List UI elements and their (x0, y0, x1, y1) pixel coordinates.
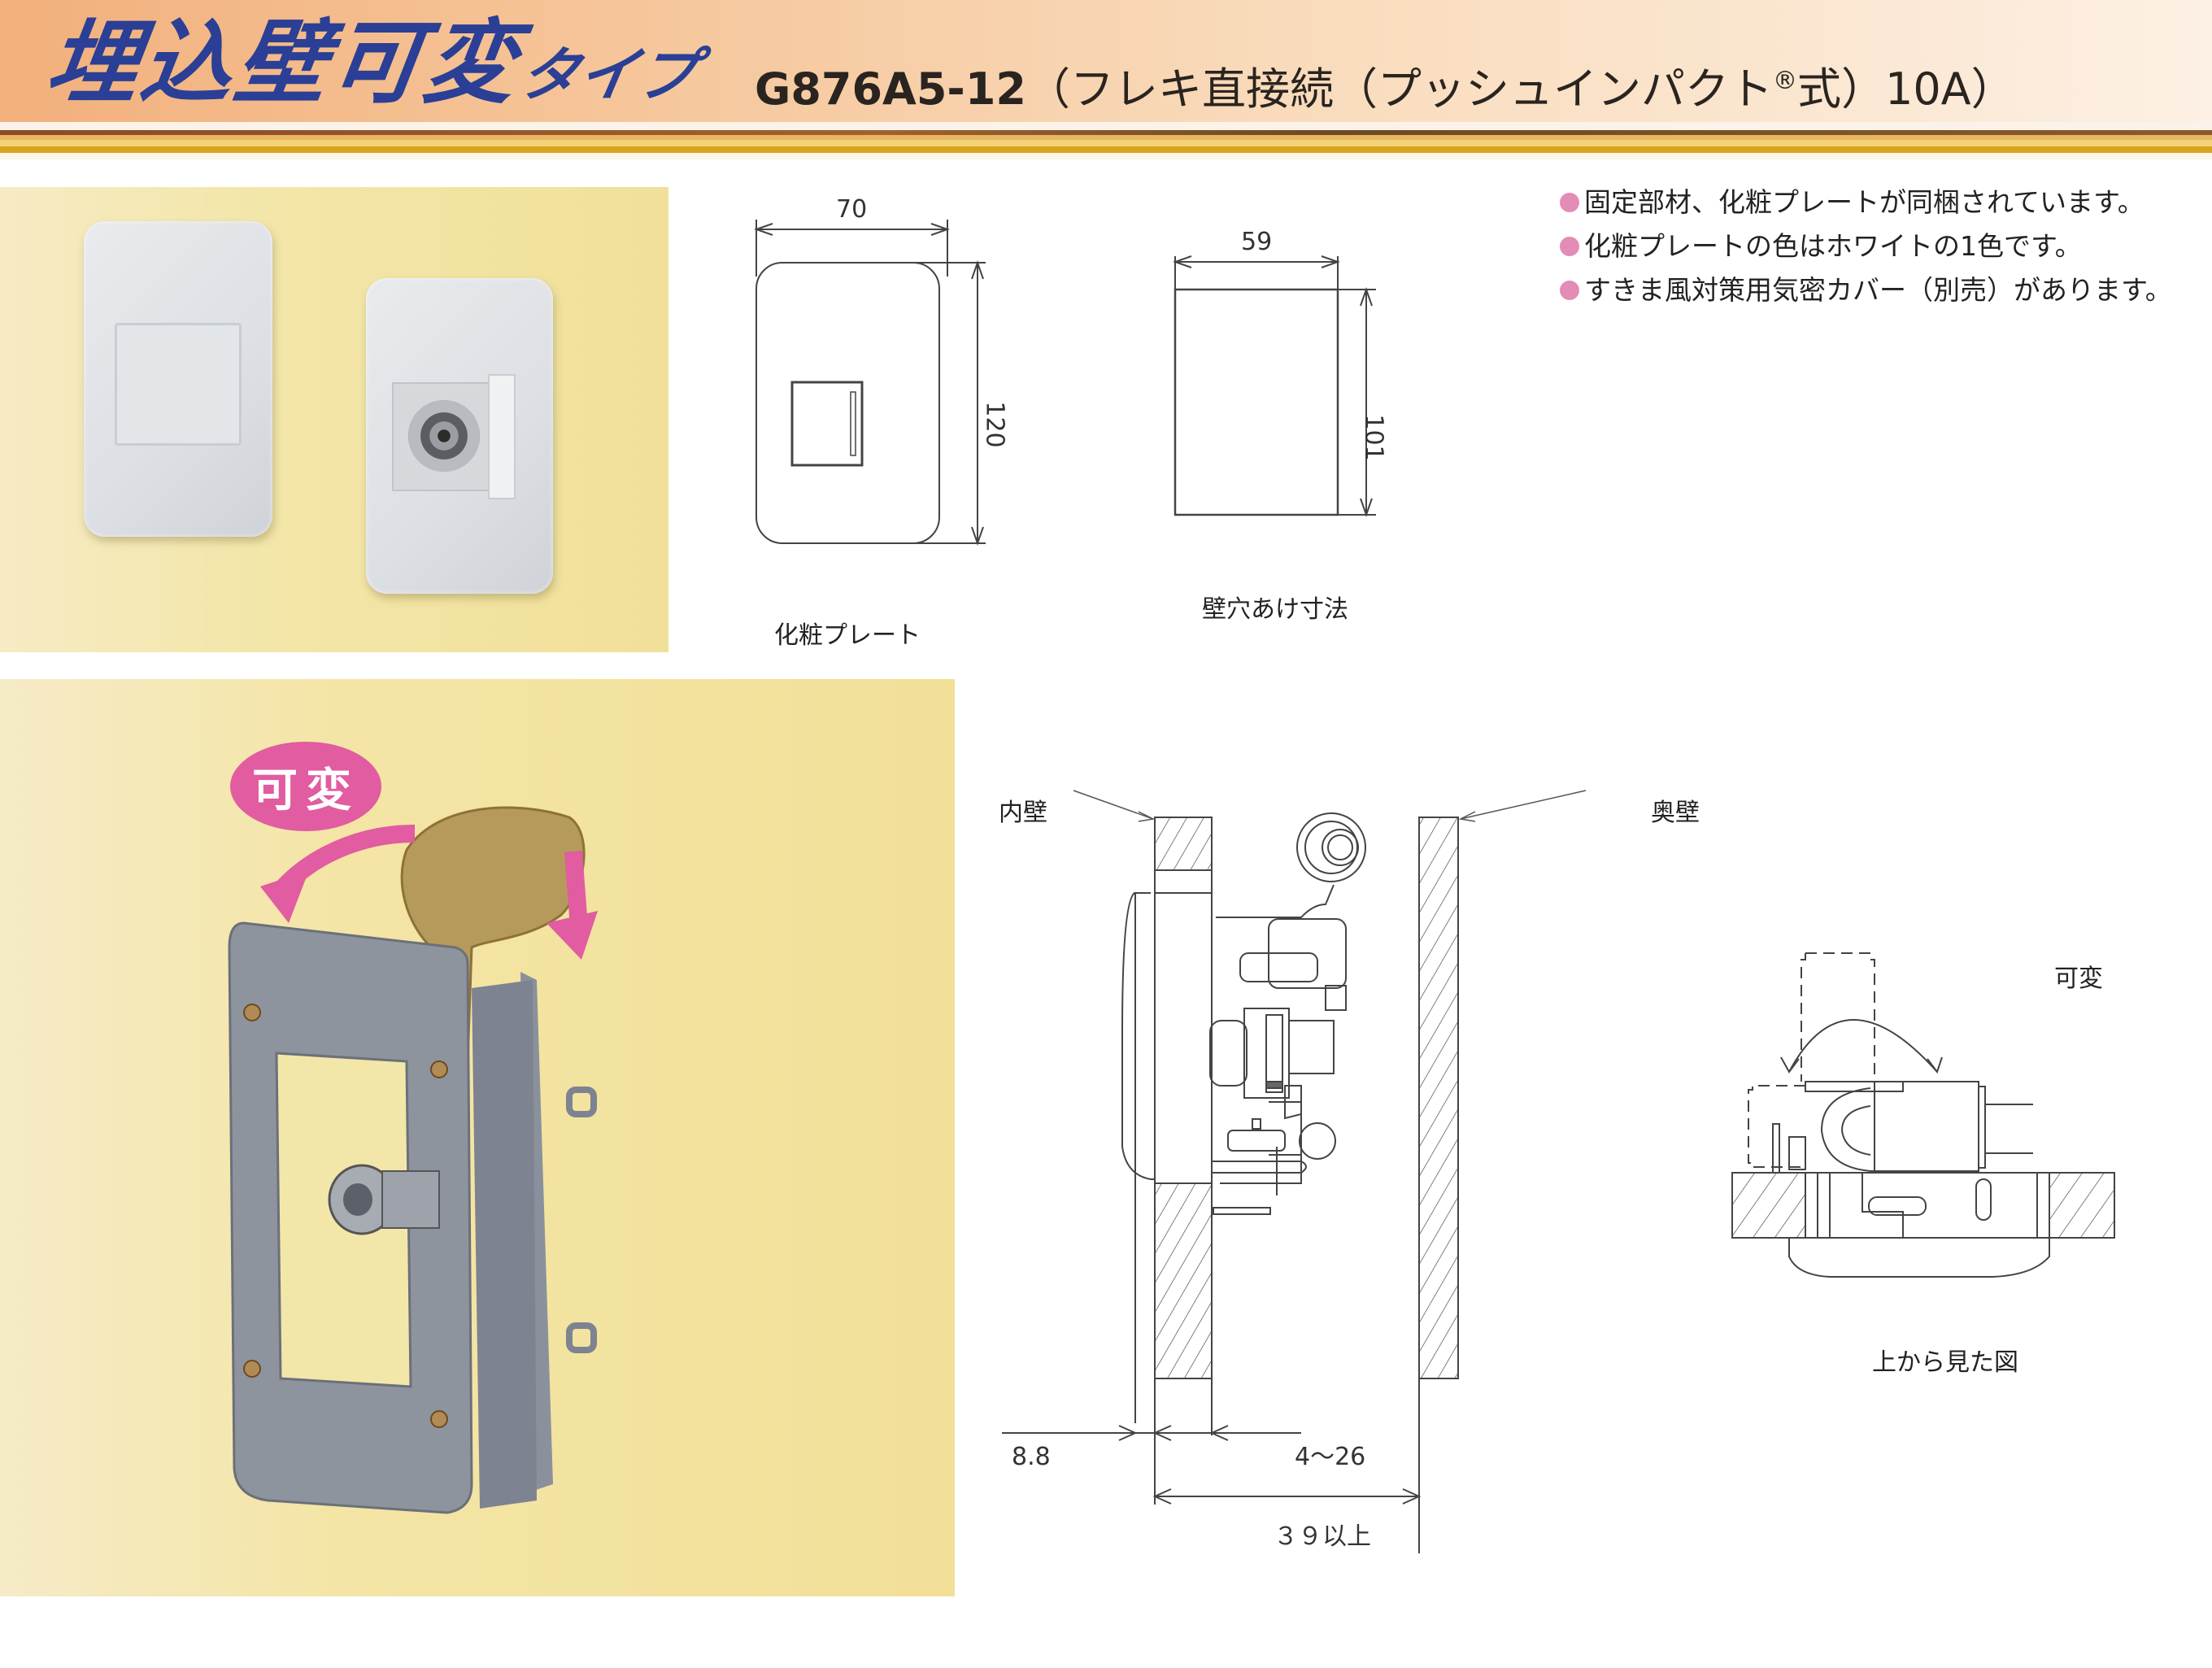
hole-width-dim: 59 (1241, 228, 1273, 256)
registered-mark: ® (1772, 67, 1797, 95)
model-desc-suffix: 式）10A） (1796, 63, 2015, 115)
adjustable-badge: 可変 (230, 742, 381, 831)
cover-plate-closed (84, 221, 272, 537)
plate-cover-button (115, 323, 242, 446)
product-photo-mechanism (0, 679, 955, 1596)
min-depth-dim: ３９以上 (1274, 1522, 1371, 1551)
header-divider (0, 130, 2212, 135)
inner-wall-label: 内壁 (999, 799, 1047, 827)
socket-lid (488, 374, 516, 499)
gas-socket-icon (408, 400, 480, 472)
back-wall-label: 奥壁 (1651, 799, 1700, 827)
bullet-dot-icon (1560, 237, 1579, 256)
feature-item: 固定部材、化粧プレートが同梱されています。 (1560, 181, 2172, 224)
top-view-caption: 上から見た図 (1872, 1348, 2018, 1377)
hole-height-dim: 101 (1359, 414, 1388, 461)
mechanism-illustration (228, 806, 598, 1514)
bullet-dot-icon (1560, 281, 1579, 300)
plate-caption: 化粧プレート (774, 621, 921, 650)
feature-list: 固定部材、化粧プレートが同梱されています。 化粧プレートの色はホワイトの1色です… (1560, 181, 2172, 312)
page-title-suffix: タイプ (514, 41, 703, 109)
page-title: 埋込壁可変 (40, 11, 527, 116)
plate-thickness-dim: 8.8 (1012, 1443, 1051, 1471)
bullet-dot-icon (1560, 193, 1579, 212)
header-divider (0, 146, 2212, 153)
model-desc-prefix: （フレキ直接続（プッシュインパクト (1025, 63, 1773, 115)
hole-caption: 壁穴あけ寸法 (1202, 595, 1348, 624)
product-photo-cover-plates (0, 187, 668, 652)
top-view-drawing (1731, 952, 2115, 1278)
top-view-rotate-label: 可変 (2054, 965, 2103, 993)
model-line: G876A5-12（フレキ直接続（プッシュインパクト®式）10A） (755, 57, 2015, 114)
model-code: G876A5-12 (755, 63, 1026, 115)
plate-height-dim: 120 (980, 401, 1009, 448)
plate-width-dim: 70 (836, 195, 868, 224)
header-divider (0, 122, 2212, 130)
plate-dimension-drawings (753, 220, 1376, 547)
header-divider (0, 135, 2212, 140)
page-header (0, 0, 2212, 122)
header-divider (0, 153, 2212, 159)
section-drawing (1002, 790, 1587, 1553)
feature-item: すきま風対策用気密カバー（別売）があります。 (1560, 268, 2172, 312)
feature-item: 化粧プレートの色はホワイトの1色です。 (1560, 224, 2172, 268)
cover-plate-open (366, 278, 553, 594)
wall-thickness-dim: 4～26 (1295, 1443, 1366, 1471)
header-divider (0, 140, 2212, 146)
